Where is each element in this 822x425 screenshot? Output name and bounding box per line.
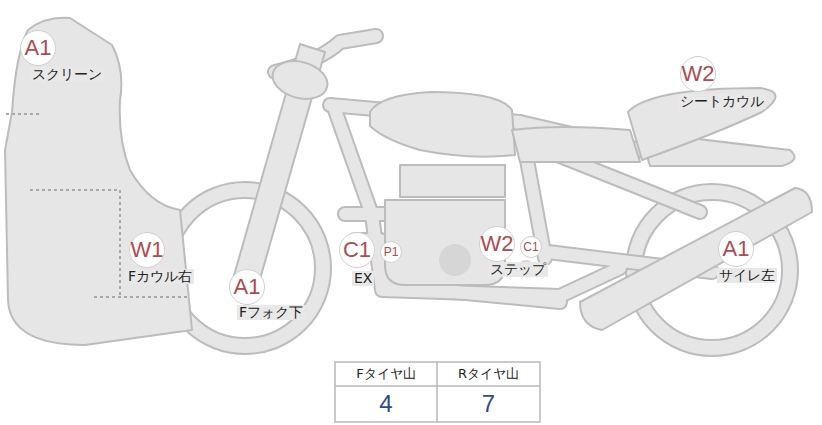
- callout-marker: C1: [520, 236, 542, 258]
- callout-code: C1: [520, 236, 542, 258]
- callout-code: A1: [20, 30, 56, 66]
- part-name: スクリーン: [30, 67, 104, 82]
- part-name: Fカウル右: [126, 269, 194, 284]
- callout-marker: A1サイレ左: [718, 231, 754, 267]
- callout-marker: A1スクリーン: [20, 30, 56, 66]
- callout-code: W1: [129, 232, 165, 268]
- part-name: EX: [352, 271, 374, 286]
- callout-marker: W2ステップ: [479, 226, 515, 262]
- table-header: Fタイヤ山: [336, 363, 436, 385]
- table-value: 7: [438, 387, 539, 421]
- tread-table: [335, 362, 540, 422]
- callout-marker: C1EX: [339, 232, 375, 268]
- callout-code: A1: [229, 269, 265, 305]
- part-name: シートカウル: [678, 94, 766, 109]
- part-name: サイレ左: [717, 268, 777, 283]
- part-name: ステップ: [488, 262, 548, 277]
- callout-code: W2: [479, 226, 515, 262]
- callout-code: W2: [680, 56, 716, 92]
- callout-marker: P1: [380, 241, 402, 263]
- callout-marker: W2シートカウル: [680, 56, 716, 92]
- callout-marker: A1Fフォク下: [229, 269, 265, 305]
- part-name: Fフォク下: [237, 305, 305, 320]
- callout-marker: W1Fカウル右: [129, 232, 165, 268]
- callout-code: A1: [718, 231, 754, 267]
- callout-code: C1: [339, 232, 375, 268]
- table-value: 4: [336, 387, 436, 421]
- table-header: Rタイヤ山: [438, 363, 539, 385]
- callout-code: P1: [380, 241, 402, 263]
